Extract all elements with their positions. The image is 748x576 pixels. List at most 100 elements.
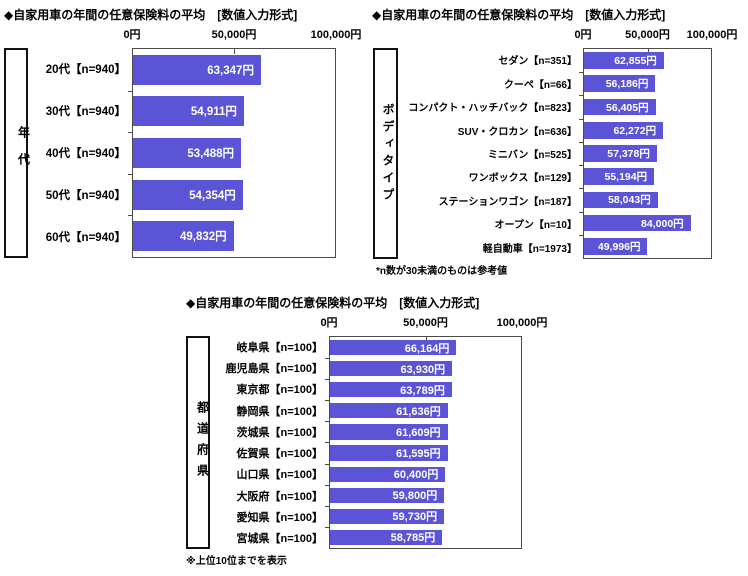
x-axis: 0円 50,000円 100,000円 [123,25,361,41]
bar-value-label: 62,855円 [614,55,657,68]
chart-bar-row: 54,354円 [128,174,335,216]
chart-body: ボディタイプ セダン【n=351】クーペ【n=66】コンパクト・ハッチバック【n… [372,48,746,259]
chart-bar-row: 84,000円 [579,212,711,236]
bar: 61,636円 [330,403,448,419]
bar-value-label: 66,164円 [404,342,450,355]
bar-value-label: 84,000円 [641,217,684,230]
category-label: 山口県【n=100】 [236,469,324,482]
bar: 61,609円 [330,424,448,440]
chart-bar-row: 61,595円 [325,442,521,465]
chart-bar-row: 57,378円 [579,142,711,167]
axis-tick-label: 0円 [574,29,592,41]
bar: 62,855円 [584,52,664,69]
axis-tick-label: 0円 [320,317,338,329]
bar: 54,354円 [133,179,243,210]
plot-area: 63,347円 54,911円 53,488円 54,354円 49,832円 [128,48,336,258]
axis-tick-label: 100,000円 [310,29,362,41]
chart-bar-row: 61,636円 [325,400,521,423]
category-label: 50代【n=940】 [45,190,126,202]
x-axis: 0円 50,000円 100,000円 [320,313,547,329]
chart-bar-row: 60,400円 [325,464,521,486]
category-label-column: 20代【n=940】30代【n=940】40代【n=940】50代【n=940】… [28,48,132,258]
chart-body: 都道府県 岐阜県【n=100】鹿児島県【n=100】東京都【n=100】静岡県【… [186,336,531,549]
bar: 54,911円 [133,96,244,127]
bar-value-label: 63,347円 [207,64,254,77]
bar-value-label: 57,378円 [607,147,650,160]
chart-title: ◆自家用車の年間の任意保険料の平均 [数値入力形式] [372,8,666,22]
chart-bar-row: 56,186円 [579,72,711,97]
axis-tick-label: 100,000円 [686,29,738,41]
bar-value-label: 63,930円 [400,363,446,376]
bar: 63,930円 [330,361,453,377]
chart-bar-row: 62,272円 [579,119,711,144]
axis-tick-label: 50,000円 [625,29,670,41]
chart-body-type: ◆自家用車の年間の任意保険料の平均 [数値入力形式] 0円 50,000円 10… [372,6,746,277]
category-label: 岐阜県【n=100】 [236,341,324,354]
bar-value-label: 58,043円 [608,194,651,207]
chart-bar-row: 53,488円 [128,132,335,175]
category-label-column: 岐阜県【n=100】鹿児島県【n=100】東京都【n=100】静岡県【n=100… [210,336,329,549]
category-label: ステーションワゴン【n=187】 [438,196,577,208]
category-label: ミニバン【n=525】 [487,149,577,161]
category-label: 愛知県【n=100】 [236,512,324,525]
bar: 66,164円 [330,339,457,356]
category-label: 大阪府【n=100】 [236,490,324,503]
axis-tick-label: 0円 [123,29,141,41]
chart-bar-row: 49,832円 [133,215,335,257]
bar: 55,194円 [584,168,655,186]
bar-value-label: 54,354円 [189,189,236,202]
bar: 62,272円 [584,121,664,139]
x-axis: 0円 50,000円 100,000円 [574,25,737,41]
bar-value-label: 59,730円 [392,511,438,524]
chart-bar-row: 59,800円 [325,485,521,507]
bar: 63,789円 [330,382,452,398]
bar-value-label: 62,272円 [613,124,657,137]
axis-tick-label: 100,000円 [496,317,548,329]
chart-bar-row: 49,996円 [584,235,711,258]
bar-value-label: 58,785円 [390,532,436,545]
category-label: 軽自動車【n=1973】 [482,243,577,255]
bar: 49,832円 [133,221,234,252]
category-label: 30代【n=940】 [45,106,126,118]
category-label: 東京都【n=100】 [236,384,324,397]
bar-value-label: 53,488円 [187,147,235,160]
category-group-box: 都道府県 [186,336,210,549]
chart-bar-row: 59,730円 [325,506,521,528]
bar-value-label: 49,996円 [597,240,641,253]
category-label: クーペ【n=66】 [503,79,577,91]
bar: 53,488円 [133,138,242,168]
bar-value-label: 56,405円 [606,101,649,114]
bar: 56,405円 [584,98,656,116]
bar: 49,996円 [584,238,648,255]
category-label: 茨城県【n=100】 [236,426,324,439]
chart-title: ◆自家用車の年間の任意保険料の平均 [数値入力形式] [4,8,298,22]
chart-bar-row: 56,405円 [579,95,711,120]
bar-value-label: 60,400円 [393,469,439,482]
chart-bar-row: 58,785円 [330,527,521,548]
plot-area: 66,164円 63,930円 63,789円 61,636円 61,609円 … [325,336,522,549]
category-label: ワンボックス【n=129】 [468,173,577,185]
bar: 60,400円 [330,466,446,482]
chart-body: 年代 20代【n=940】30代【n=940】40代【n=940】50代【n=9… [4,48,348,258]
bar: 59,800円 [330,487,445,503]
bar-value-label: 55,194円 [604,171,648,184]
chart-bar-row: 63,930円 [325,358,521,381]
category-group-label: 年代 [16,126,31,180]
bar-value-label: 61,595円 [395,448,441,461]
category-label: 静岡県【n=100】 [236,405,324,418]
category-label-column: セダン【n=351】クーペ【n=66】コンパクト・ハッチバック【n=823】SU… [398,48,583,259]
bar-value-label: 61,636円 [396,405,441,418]
category-group-box: 年代 [4,48,31,258]
bar: 61,595円 [330,445,448,461]
chart-bar-row: 61,609円 [325,421,521,444]
category-label: 佐賀県【n=100】 [236,448,324,461]
category-group-label: 都道府県 [195,400,210,485]
chart-bar-row: 58,043円 [579,188,711,213]
chart-prefecture: ◆自家用車の年間の任意保険料の平均 [数値入力形式] 0円 50,000円 10… [186,294,547,567]
chart-bar-row: 66,164円 [325,337,521,360]
category-label: 60代【n=940】 [45,232,126,244]
bar-value-label: 63,789円 [400,384,445,397]
plot-area: 62,855円 56,186円 56,405円 62,272円 57,378円 … [579,48,712,259]
category-label: オープン【n=10】 [494,220,577,232]
chart-bar-row: 63,347円 [128,49,335,92]
